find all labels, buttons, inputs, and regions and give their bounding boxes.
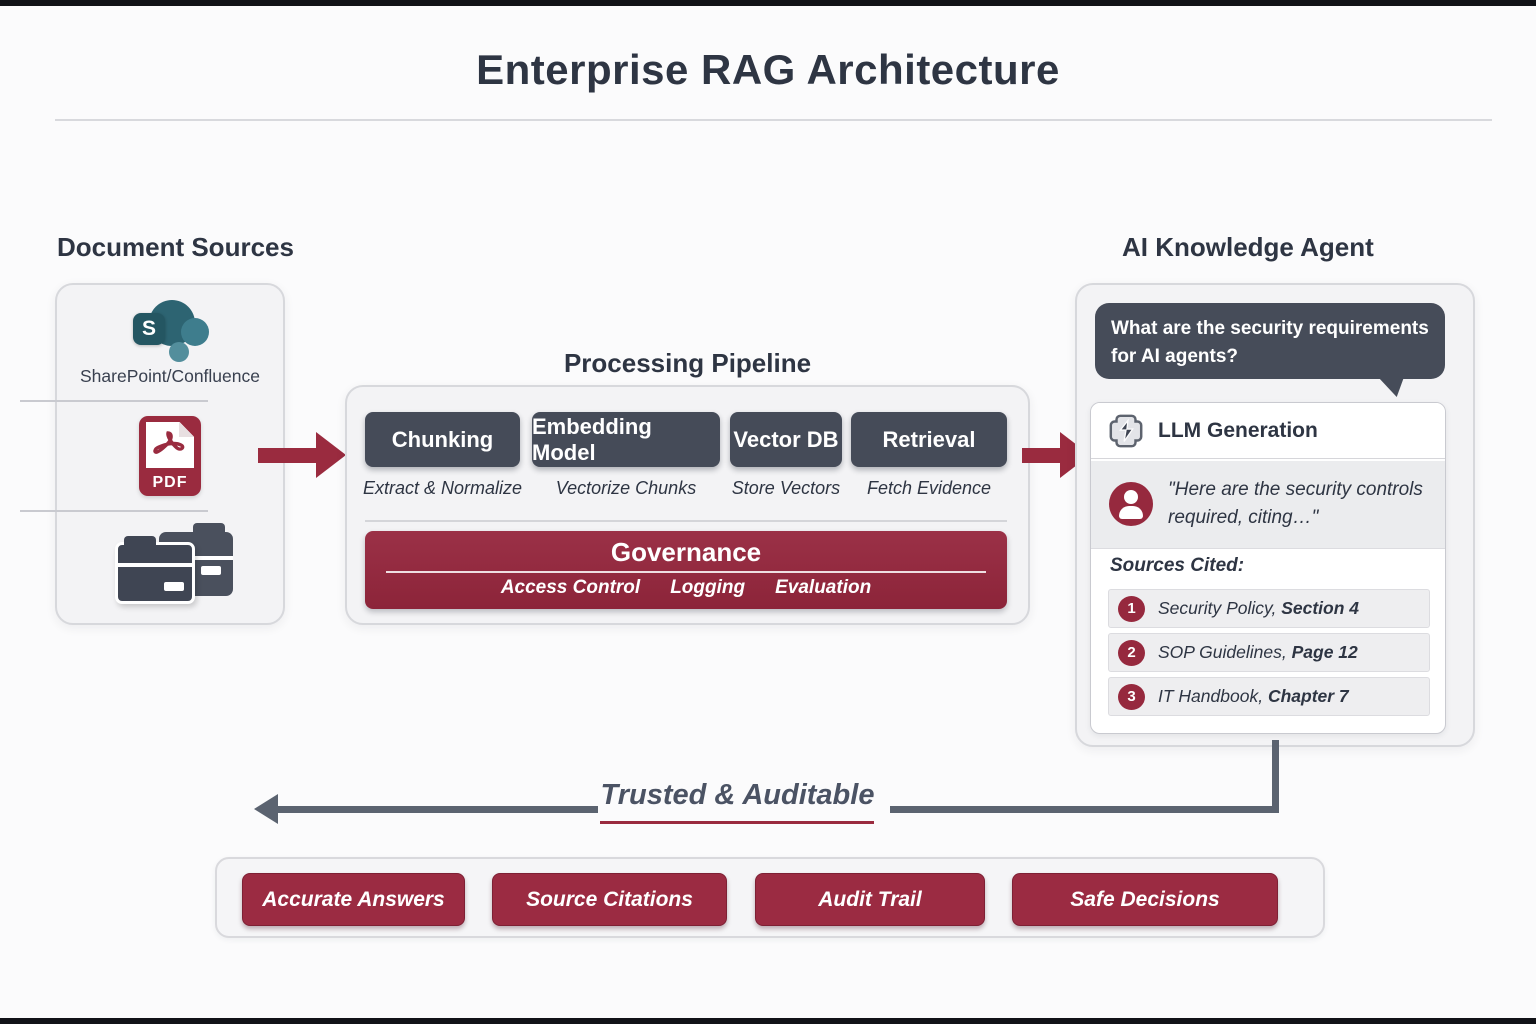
governance-items: Access Control Logging Evaluation <box>365 577 1007 599</box>
pipeline-divider <box>365 520 1007 522</box>
sharepoint-icon-circle-small <box>169 342 189 362</box>
feedback-arrowhead-icon <box>254 794 278 824</box>
stage-vector-db: Vector DB <box>730 412 842 467</box>
benefit-audit-trail: Audit Trail <box>755 873 985 926</box>
llm-generation-label: LLM Generation <box>1158 418 1318 442</box>
stage-retrieval-sublabel: Fetch Evidence <box>866 478 992 498</box>
llm-generation-card: LLM Generation "Here are the security co… <box>1090 402 1446 734</box>
page-title: Enterprise RAG Architecture <box>476 46 1060 93</box>
governance-item-logging: Logging <box>670 577 746 598</box>
governance-title: Governance <box>610 537 762 567</box>
stage-chunking-sublabel: Extract & Normalize <box>362 478 523 498</box>
feedback-connector-right <box>890 806 1279 813</box>
document-sources-heading: Document Sources <box>57 232 294 262</box>
source-citation-row: 3 IT Handbook, Chapter 7 <box>1108 677 1430 716</box>
benefit-source-citations: Source Citations <box>492 873 727 926</box>
assistant-person-icon <box>1109 482 1153 526</box>
source-ref: Chapter 7 <box>1267 686 1349 706</box>
top-letterbox-bar <box>0 0 1536 6</box>
source-ref: Section 4 <box>1281 598 1360 618</box>
title-divider <box>55 119 1492 121</box>
bottom-letterbox-bar <box>0 1018 1536 1024</box>
governance-underline <box>386 571 986 573</box>
source-name: SOP Guidelines, <box>1158 642 1287 662</box>
stage-embedding-model: Embedding Model <box>532 412 720 467</box>
cabinet-handle-icon <box>164 582 184 591</box>
sharepoint-icon-tile: S <box>133 313 165 345</box>
processing-pipeline-heading: Processing Pipeline <box>563 348 812 378</box>
cabinet-stripe <box>118 563 192 567</box>
source-citation-row: 1 Security Policy, Section 4 <box>1108 589 1430 628</box>
cabinet-tab-icon <box>193 523 225 537</box>
trusted-auditable-underline <box>600 821 874 824</box>
document-sources-divider-1 <box>20 400 208 402</box>
pdf-label: PDF <box>152 474 188 491</box>
document-sources-divider-2 <box>20 510 208 512</box>
source-number-badge: 3 <box>1118 683 1145 710</box>
trusted-auditable-label: Trusted & Auditable <box>600 779 875 811</box>
arrow-sources-to-pipeline-icon <box>258 432 346 478</box>
sharepoint-icon-circle-right <box>181 318 209 346</box>
pdf-acrobat-glyph <box>153 431 185 454</box>
source-number-badge: 2 <box>1118 639 1145 666</box>
governance-item-access-control: Access Control <box>500 577 641 598</box>
governance-item-evaluation: Evaluation <box>775 577 872 598</box>
source-citation-row: 2 SOP Guidelines, Page 12 <box>1108 633 1430 672</box>
source-name: IT Handbook, <box>1158 686 1264 706</box>
llm-response-row: "Here are the security controls required… <box>1091 460 1445 549</box>
cabinet-stripe <box>159 556 233 560</box>
sharepoint-confluence-label: SharePoint/Confluence <box>80 366 260 386</box>
source-number-badge: 1 <box>1118 595 1145 622</box>
archive-cabinet-front <box>115 536 195 604</box>
governance-bar: Governance Access Control Logging Evaluati… <box>365 531 1007 609</box>
stage-embedding-sublabel: Vectorize Chunks <box>555 478 697 498</box>
benefit-safe-decisions: Safe Decisions <box>1012 873 1278 926</box>
stage-retrieval: Retrieval <box>851 412 1007 467</box>
user-question-bubble: What are the security requirements for A… <box>1095 303 1445 379</box>
stage-chunking: Chunking <box>365 412 520 467</box>
feedback-connector-vertical <box>1272 740 1279 813</box>
pdf-file-icon: PDF <box>139 416 201 496</box>
cabinet-handle-icon <box>201 566 221 575</box>
llm-generation-header: LLM Generation <box>1091 403 1445 459</box>
source-ref: Page 12 <box>1291 642 1358 662</box>
stage-vector-db-sublabel: Store Vectors <box>731 478 841 498</box>
cabinet-tab-icon <box>124 536 156 550</box>
llm-response-text: "Here are the security controls required… <box>1168 479 1423 528</box>
file-archive-icon <box>115 518 237 608</box>
sharepoint-confluence-icon: S <box>133 300 211 362</box>
sources-cited-heading: Sources Cited: <box>1110 555 1245 576</box>
benefit-accurate-answers: Accurate Answers <box>242 873 465 926</box>
processor-chip-icon <box>1109 414 1143 447</box>
source-name: Security Policy, <box>1158 598 1277 618</box>
feedback-connector-left <box>276 806 598 813</box>
ai-knowledge-agent-heading: AI Knowledge Agent <box>1122 232 1374 262</box>
